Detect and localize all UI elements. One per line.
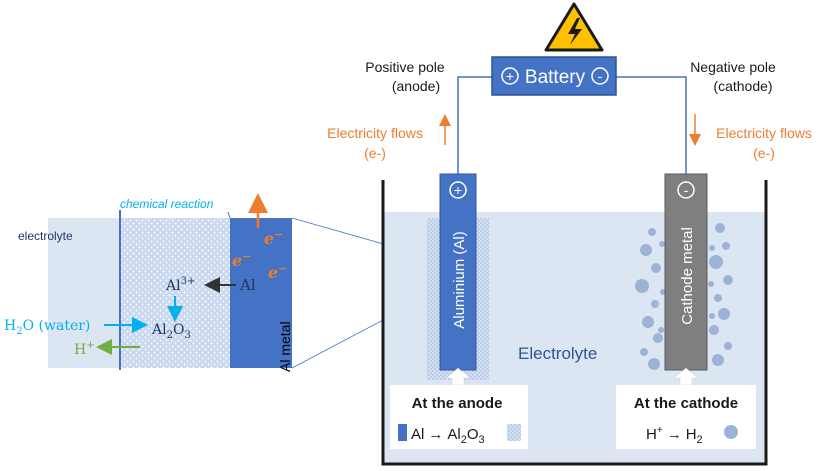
zoom-panel: chemical reaction electrolyte Al metal e…: [4, 193, 441, 372]
hydrogen-bubble: [715, 223, 725, 233]
electrolyte-label: Electrolyte: [518, 344, 597, 363]
hydrogen-bubble: [648, 358, 660, 370]
high-voltage-warning-icon: [544, 2, 604, 52]
cathode-info-box: At the cathode H+→H2: [616, 385, 756, 449]
battery-label: Battery: [525, 67, 586, 88]
zoom-top-line: [227, 211, 231, 219]
hydrogen-bubble: [653, 333, 663, 343]
hydrogen-bubble: [635, 279, 649, 293]
hydrogen-bubble: [640, 244, 652, 256]
chemical-reaction-label: chemical reaction: [120, 197, 214, 211]
electron-label-3: e−: [268, 262, 287, 282]
anode-box-equation: Al→Al2O3: [411, 426, 485, 446]
electron-label-1: e−: [264, 228, 283, 248]
h-plus-label: H+: [74, 340, 95, 358]
zoom-oxide-layer: [120, 218, 230, 368]
right-flow-label: Electricity flows: [716, 125, 812, 141]
negative-pole-sublabel: (cathode): [713, 78, 772, 94]
al-metal-label: Al metal: [277, 321, 293, 372]
electrolyte-small-label: electrolyte: [18, 229, 73, 243]
negative-pole-label: Negative pole: [690, 59, 776, 75]
anode-plus-circle: [449, 181, 467, 199]
hydrogen-bubble: [648, 228, 656, 236]
anode-box-oxide-swatch: [507, 424, 521, 441]
left-flow-label: Electricity flows: [327, 125, 423, 141]
pole-labels: Positive pole (anode) Negative pole (cat…: [365, 59, 776, 94]
hydrogen-bubble: [658, 327, 664, 333]
hydrogen-bubble: [709, 325, 719, 335]
anode-label: Aluminium (Al): [451, 231, 468, 329]
water-label: H2O (water): [4, 318, 90, 337]
hydrogen-bubbles: [635, 223, 733, 370]
al2o3-label: Al2O3: [151, 322, 191, 341]
battery-plus-circle: [501, 67, 519, 85]
anode-info-box: At the anode Al→Al2O3: [390, 385, 528, 449]
cathode-pointer-arrow: [673, 367, 699, 386]
cathode-box-bubble-swatch: [724, 425, 738, 439]
cathode-box-title: At the cathode: [634, 395, 738, 412]
cathode-wire: [616, 76, 687, 174]
anode: + Aluminium (Al): [427, 173, 489, 386]
al-ion-label: Al3+: [165, 276, 195, 294]
hydrogen-bubble: [651, 300, 659, 308]
zoom-al-metal: [230, 218, 292, 368]
hydrogen-bubble: [722, 242, 730, 250]
battery-body: [491, 56, 617, 96]
al-atom-label: Al: [239, 276, 256, 294]
cathode-electrode: [664, 173, 708, 371]
hydrogen-bubble: [709, 313, 715, 319]
anode-wire: [457, 76, 492, 174]
left-flow-sublabel: (e-): [364, 145, 386, 161]
anode-box-title: At the anode: [412, 395, 503, 412]
right-flow-sublabel: (e-): [753, 145, 775, 161]
hydrogen-bubble: [709, 255, 723, 269]
electron-label-2: e−: [232, 250, 251, 270]
battery-minus-circle: [591, 67, 609, 85]
hydrogen-bubble: [724, 342, 732, 350]
cathode-box-equation: H+→H2: [646, 425, 703, 446]
hydrogen-bubble: [708, 281, 714, 287]
positive-pole-sublabel: (anode): [392, 78, 440, 94]
hydrogen-bubble: [642, 316, 654, 328]
hydrogen-bubble: [723, 275, 733, 285]
hydrogen-bubble: [659, 241, 665, 247]
cathode-minus-circle: [677, 181, 695, 199]
wires: [457, 76, 687, 174]
cathode: - Cathode metal: [635, 173, 733, 386]
anode-plus-symbol: +: [454, 182, 462, 198]
hydrogen-bubble: [651, 263, 661, 273]
hydrogen-bubble: [718, 308, 730, 320]
battery-minus-symbol: -: [598, 68, 603, 84]
hydrogen-bubble: [714, 294, 722, 302]
flow-labels: Electricity flows (e-) Electricity flows…: [327, 114, 812, 161]
cathode-minus-symbol: -: [684, 182, 689, 198]
battery: + Battery -: [491, 56, 617, 96]
battery-plus-symbol: +: [506, 68, 514, 84]
hydrogen-bubble: [640, 348, 648, 356]
tank-walls: [381, 180, 768, 466]
cathode-label: Cathode metal: [679, 227, 696, 325]
anode-electrode: [439, 173, 477, 371]
hydrogen-bubble: [709, 245, 715, 251]
anode-pointer-arrow: [445, 367, 471, 386]
anode-box-al-swatch: [398, 424, 407, 441]
hydrogen-bubble: [712, 354, 724, 366]
positive-pole-label: Positive pole: [365, 59, 445, 75]
